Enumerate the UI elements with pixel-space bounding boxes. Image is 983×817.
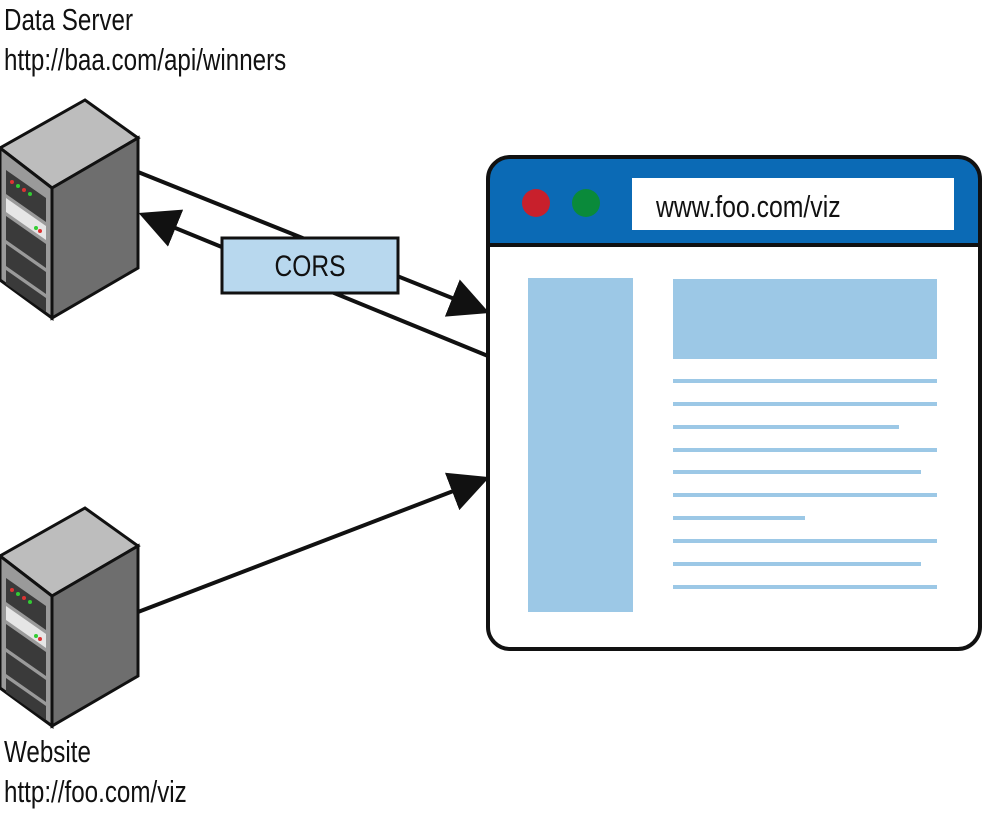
close-button-icon[interactable]	[522, 189, 550, 217]
address-bar[interactable]	[632, 178, 954, 230]
browser-window: www.foo.com/viz	[486, 155, 982, 651]
website-server-icon	[0, 506, 141, 729]
data-server-icon	[0, 98, 141, 321]
text-lines	[673, 379, 937, 589]
data-server-url: http://baa.com/api/winners	[4, 42, 287, 77]
cors-label: CORS	[274, 249, 345, 283]
website-url: http://foo.com/viz	[4, 774, 187, 809]
website-label: Website http://foo.com/viz	[4, 732, 238, 812]
sidebar-block	[528, 278, 633, 612]
maximize-button-icon[interactable]	[572, 189, 600, 217]
data-server-title: Data Server	[4, 2, 134, 37]
address-bar-text: www.foo.com/viz	[655, 189, 840, 223]
website-arrow	[137, 472, 490, 614]
cors-box: CORS	[220, 236, 400, 295]
website-title: Website	[4, 734, 91, 769]
header-block	[673, 279, 937, 359]
data-server-label: Data Server http://baa.com/api/winners	[4, 0, 366, 80]
